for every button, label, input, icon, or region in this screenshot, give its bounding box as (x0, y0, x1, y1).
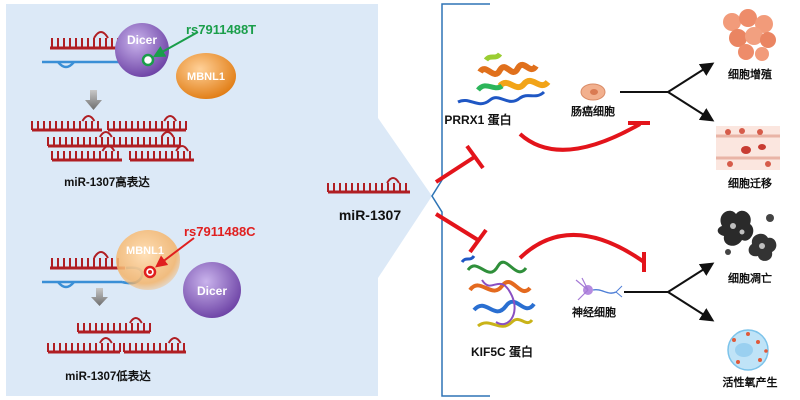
dicer-enzyme-top (115, 23, 169, 77)
apoptosis-cells-icon (717, 210, 777, 261)
ros-label: 活性氧产生 (723, 375, 778, 389)
inhibit-prrx1-line (434, 144, 485, 184)
dicer-enzyme-bottom (183, 262, 241, 318)
dicer-label-bottom: Dicer (197, 284, 227, 298)
dicer-label-top: Dicer (127, 33, 157, 47)
mature-mirna-duplex (129, 145, 194, 162)
apoptosis-label: 细胞凋亡 (728, 271, 772, 285)
mature-mirna-duplex (31, 115, 102, 132)
neuron-cell-icon (575, 277, 623, 301)
left-panel-background (6, 4, 432, 396)
snp-marker-top (141, 53, 155, 67)
high-expression-label: miR-1307高表达 (64, 175, 150, 189)
mbnl1-protein-top (176, 53, 236, 99)
mature-mirna-group-high (31, 115, 194, 162)
neuron-cell-label: 神经细胞 (572, 305, 616, 319)
migration-label: 细胞迁移 (728, 176, 772, 190)
snp-label-top: rs7911488T (186, 22, 256, 37)
snp-pointer-top (152, 31, 199, 58)
mature-mirna-duplex (47, 337, 121, 354)
mature-mirna-duplex (77, 317, 151, 334)
snp-pointer-bottom (155, 237, 195, 268)
mature-mirna-duplex (51, 145, 122, 162)
prrx1-protein-label: PRRX1 蛋白 (444, 112, 511, 127)
prrx1-protein-structure-icon (457, 52, 551, 106)
mbnl1-label-top: MBNL1 (187, 71, 225, 83)
snp-label-bottom: rs7911488C (184, 224, 256, 239)
kif5c-protein-label: KIF5C 蛋白 (471, 344, 533, 359)
mbnl1-label-bottom: MBNL1 (126, 245, 164, 257)
mature-mirna-duplex (123, 337, 186, 354)
proliferation-cells-icon (723, 9, 776, 61)
inhibit-arc-upper (518, 121, 650, 152)
mature-mirna-group-low (47, 317, 186, 354)
low-expression-label: miR-1307低表达 (65, 369, 151, 383)
left-top-section: Dicer rs7911488T MBNL1 miR-1307高表达 (31, 22, 256, 189)
proliferation-label: 细胞增殖 (728, 67, 772, 81)
center-mirna-duplex (327, 177, 410, 194)
mature-mirna-duplex (107, 115, 187, 132)
kif5c-protein-structure-icon (460, 255, 536, 328)
inhibit-arc-lower (518, 232, 646, 272)
center-mirna-label: miR-1307 (339, 207, 401, 223)
mature-mirna-duplex (113, 131, 181, 148)
pathway-fork-lower (624, 262, 715, 322)
migration-cells-icon (716, 126, 780, 170)
ros-cell-icon (727, 329, 769, 371)
mature-mirna-center (327, 177, 410, 194)
colon-cancer-cell-label: 肠癌细胞 (571, 104, 615, 118)
mbnl1-protein-bottom (116, 230, 180, 290)
pathway-fork-upper (620, 62, 715, 122)
inhibit-kif5c-line (434, 212, 488, 254)
process-arrow-top (85, 90, 102, 110)
process-arrow-bottom (91, 288, 108, 306)
right-bracket-frame (431, 3, 490, 397)
left-bottom-section: MBNL1 rs7911488C Dicer miR-1307低表达 (42, 224, 256, 383)
